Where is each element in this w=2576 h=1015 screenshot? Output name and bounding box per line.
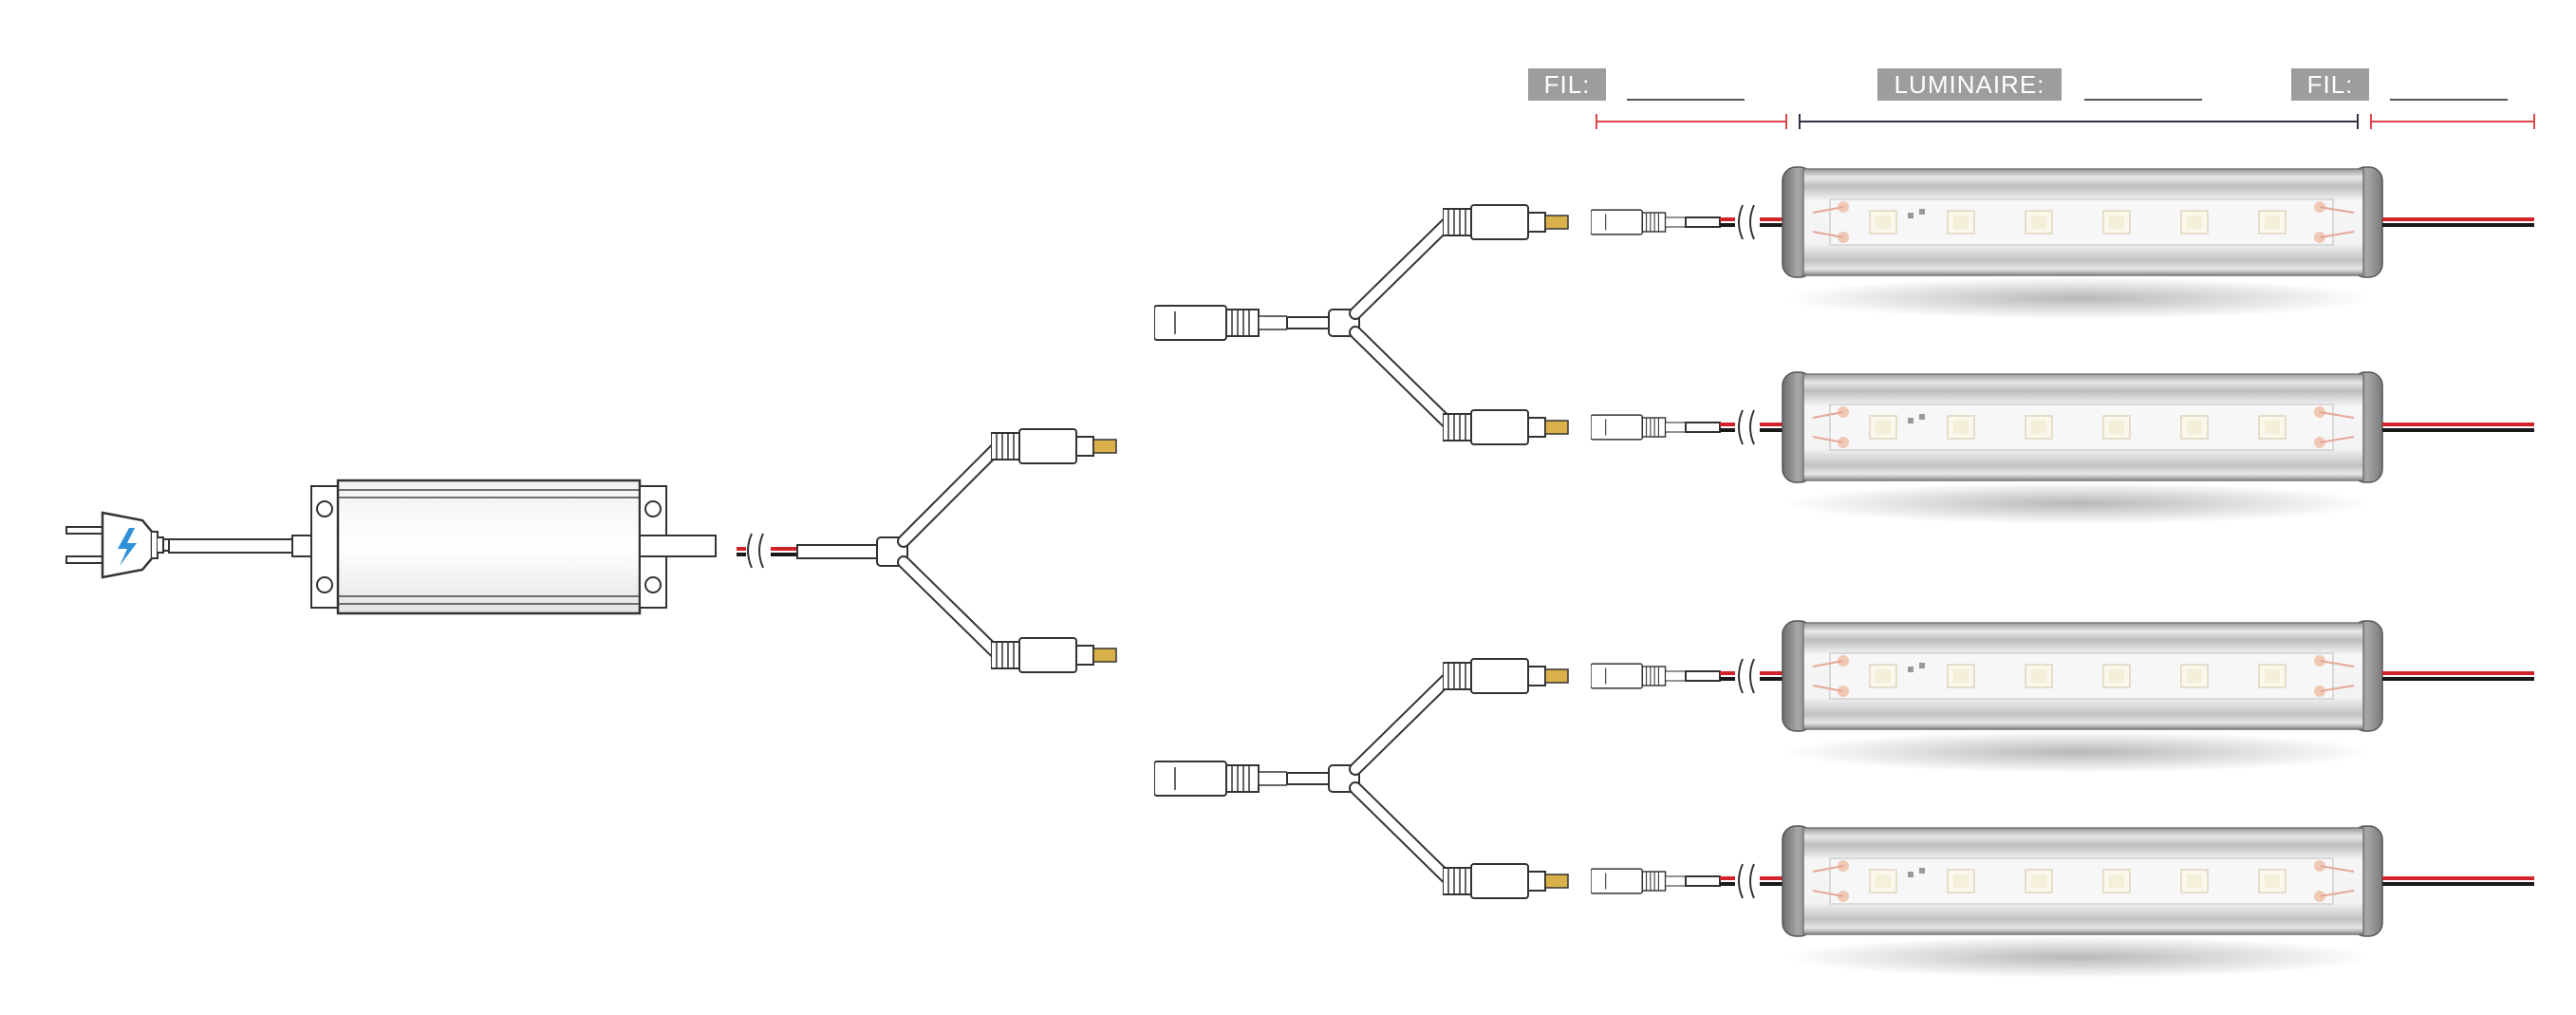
dimension-wire-right [2370,114,2535,129]
main-splitter-output-bottom [991,637,1117,673]
wire-right-blank [2390,99,2508,101]
splitter-top-group [1154,204,1569,445]
dimension-luminaire [1799,114,2359,129]
luminaire-3 [1591,620,2534,773]
driver-output-lead [737,533,878,569]
splitter-bottom-group [1154,658,1569,899]
wire-left-blank [1627,99,1745,101]
luminaire-label: LUMINAIRE: [1877,68,2062,101]
main-splitter-output-top [991,428,1117,464]
wire-right-label: FIL: [2291,68,2369,101]
luminaire-2 [1591,371,2534,524]
luminaire-group [1591,166,2534,978]
ac-plug-icon [65,511,293,579]
luminaire-blank [2084,99,2202,101]
wire-left-label: FIL: [1528,68,1606,101]
luminaire-1 [1591,166,2534,319]
lightning-bolt-icon [118,528,137,566]
dimension-wire-left [1596,114,1787,129]
luminaire-4 [1591,825,2534,978]
splitter-main [876,440,1005,662]
led-driver-icon [291,479,717,615]
